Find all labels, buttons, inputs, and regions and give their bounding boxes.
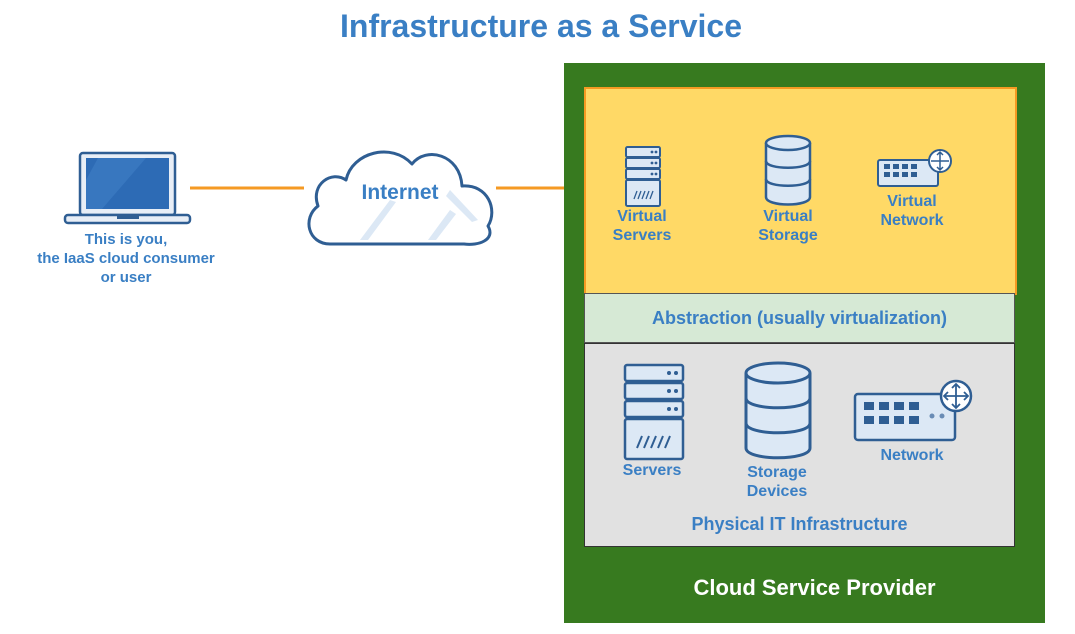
virtual-storage-label-line-2: Storage: [758, 227, 818, 244]
storage-devices-icon: [744, 361, 812, 460]
virtual-servers-label-line-2: Servers: [612, 227, 672, 244]
storage-devices-label: Storage Devices: [731, 463, 823, 501]
storage-devices-label-line-2: Devices: [746, 483, 808, 500]
virtual-storage-label: Virtual Storage: [742, 207, 834, 245]
consumer-label-line-2: the IaaS cloud consumer: [37, 250, 215, 267]
virtual-network-label-line-1: Virtual: [887, 193, 937, 210]
virtual-network-label-line-2: Network: [880, 212, 944, 229]
storage-devices-label-line-1: Storage: [747, 464, 807, 481]
diagram-title: Infrastructure as a Service: [340, 8, 742, 44]
network-switch-icon: [853, 379, 973, 442]
internet-label: Internet: [361, 181, 439, 204]
consumer-label-line-3: or user: [100, 269, 152, 286]
virtual-storage-label-line-1: Virtual: [763, 208, 813, 225]
virtual-storage-icon: [764, 134, 812, 206]
consumer-label-line-1: This is you,: [84, 231, 168, 248]
virtual-server-icon: [625, 146, 661, 207]
abstraction-layer-box: [584, 293, 1015, 343]
cloud-icon: [307, 150, 494, 246]
abstraction-label: Abstraction (usually virtualization): [651, 308, 948, 328]
virtual-network-icon: [877, 149, 952, 187]
servers-label: Servers: [622, 462, 682, 479]
cloud-service-provider-label: Cloud Service Provider: [693, 575, 936, 600]
server-icon: [623, 363, 685, 461]
virtual-network-label: Virtual Network: [866, 192, 958, 230]
network-label: Network: [880, 447, 944, 464]
consumer-label: This is you, the IaaS cloud consumer or …: [20, 230, 232, 287]
laptop-icon: [63, 151, 192, 225]
virtual-servers-label: Virtual Servers: [596, 207, 688, 245]
physical-infrastructure-label: Physical IT Infrastructure: [691, 514, 908, 534]
virtual-servers-label-line-1: Virtual: [617, 208, 667, 225]
